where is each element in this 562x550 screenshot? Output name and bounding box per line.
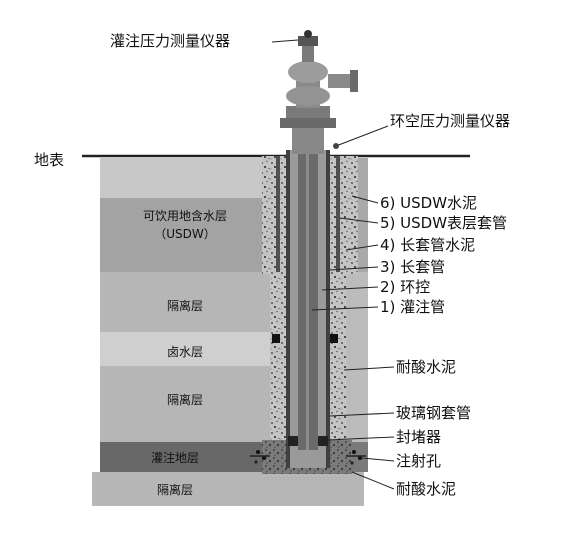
leader-acid-cement-2 [351,471,395,490]
wellhead-flange-lower [286,106,330,118]
callout-injection-tubing: 1) 灌注管 [380,298,445,316]
callout-packer: 封堵器 [396,428,441,446]
leader-perforations [361,457,395,462]
wellhead-top-stem [302,46,314,62]
leader-annulus [321,286,379,291]
surface-casing-right [336,156,340,272]
wellhead [280,30,358,154]
leader-long-casing [329,266,379,271]
top-gauge-leader [271,39,299,43]
leader-acid-cement-1 [343,366,395,371]
centralizer-right [330,334,338,343]
well-bore [250,150,366,474]
wellhead-gauge-cap [304,30,312,38]
callout-long-casing-cement: 4) 长套管水泥 [380,236,475,254]
leader-packer [327,436,395,441]
top-gauge-label: 灌注压力测量仪器 [110,32,230,50]
leader-frp-casing [329,412,395,417]
layer-injection [100,442,270,472]
annulus-gauge-icon [333,143,339,149]
wellhead-side-arm [328,74,354,88]
perforations [250,450,366,465]
callout-usdw-surface-casing: 5) USDW表层套管 [380,214,507,232]
layer-isolation-3 [92,472,364,506]
leader-long-casing-cement [345,244,379,251]
wellhead-spool [292,128,324,154]
surface-label: 地表 [34,151,64,169]
injection-tubing-highlight [306,150,309,450]
annulus-gauge-label: 环空压力测量仪器 [390,112,510,130]
callouts: 6) USDW水泥 5) USDW表层套管 4) 长套管水泥 3) 长套管 2)… [311,194,507,498]
wellhead-valve-lower [286,86,330,106]
packer-left [288,436,298,446]
long-casing-left [286,150,290,468]
layer-label-isolation-3: 隔离层 [157,482,193,497]
callout-annulus: 2) 环控 [380,278,430,296]
surface-casing-left [276,156,280,272]
annulus-gauge-leader [335,125,389,147]
layer-label-isolation-1: 隔离层 [167,298,203,313]
packer-right [318,436,328,446]
layer-label-isolation-2: 隔离层 [167,392,203,407]
leader-injection-tubing [311,306,379,311]
centralizer-left [272,334,280,343]
wellhead-gauge [298,36,318,46]
callout-usdw-cement: 6) USDW水泥 [380,194,477,212]
callout-perforations: 注射孔 [396,452,441,470]
layer-sublabel-usdw: （USDW） [154,227,216,241]
layer-isolation-1 [100,272,270,332]
callout-acid-cement-2: 耐酸水泥 [396,480,456,498]
layer-label-injection: 灌注地层 [151,450,199,465]
layer-isolation-2 [100,366,270,442]
wellhead-flange-base [280,118,336,128]
layer-label-usdw: 可饮用地含水层 [143,208,227,223]
callout-acid-cement-1: 耐酸水泥 [396,358,456,376]
leader-usdw-surface-casing [339,217,379,224]
leader-usdw-cement [351,195,379,204]
callout-long-casing: 3) 长套管 [380,258,445,276]
layer-brine [100,332,270,366]
callout-frp-casing: 玻璃钢套管 [396,404,471,422]
layer-label-brine: 卤水层 [167,345,203,359]
layer-usdw-top [100,158,270,198]
wellhead-side-flange [350,70,358,92]
wellhead-valve-upper [288,61,328,83]
